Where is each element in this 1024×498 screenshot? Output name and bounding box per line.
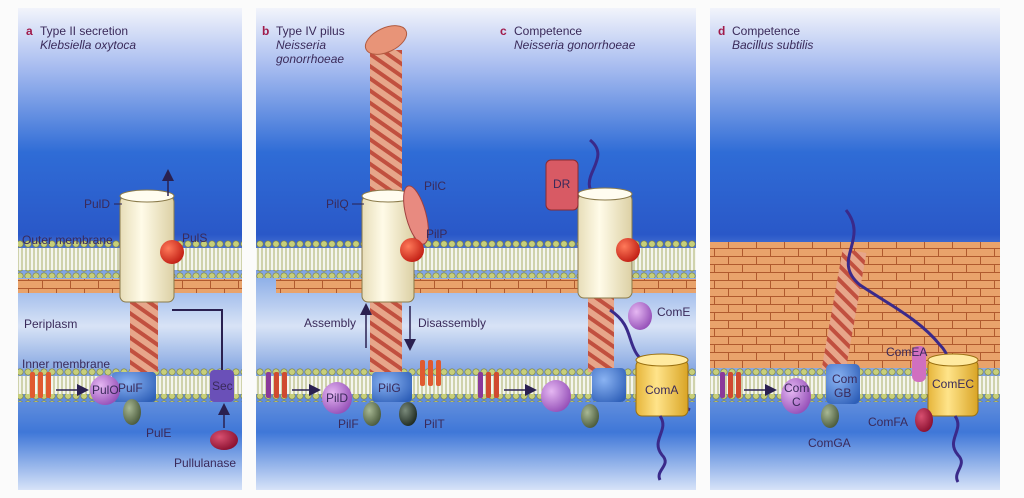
label-pilg: PilG [378, 381, 401, 395]
label-comec: ComEC [932, 377, 974, 391]
label-dr: DR [553, 177, 571, 191]
pulf-protein [112, 372, 156, 402]
pild-like-protein-c [541, 380, 571, 412]
label-pullulanase: Pullulanase [174, 456, 236, 470]
label-pild: PilD [326, 391, 348, 405]
label-comfa: ComFA [868, 415, 908, 429]
pseudopilus-c [588, 290, 614, 372]
panel-d-title: Competence [732, 24, 800, 38]
label-outer-membrane: Outer membrane [22, 233, 113, 247]
panel-b-header: b Type IV pilus Neisseria gonorrhoeae [262, 24, 345, 66]
label-sec: Sec [212, 379, 233, 393]
pild-protein [322, 382, 352, 414]
pilg-protein [372, 372, 412, 402]
pule-protein [123, 399, 141, 425]
comfa-protein [915, 408, 933, 432]
panel-b-title: Type IV pilus [276, 24, 345, 38]
panel-b-organism-line1: Neisseria [276, 38, 326, 52]
label-comgb-line1: Com [832, 372, 857, 386]
comc-protein [781, 378, 811, 414]
peptidoglycan-bc [276, 279, 696, 293]
label-disassembly: Disassembly [418, 316, 486, 330]
dr-receptor [545, 159, 579, 211]
panel-d-organism: Bacillus subtilis [732, 38, 813, 52]
panel-d-header: d Competence Bacillus subtilis [718, 24, 813, 52]
sec-translocon [210, 370, 234, 402]
pilp-protein [400, 238, 424, 262]
pilg-like-protein-c [592, 368, 626, 402]
label-pilc: PilC [424, 179, 446, 193]
label-pilf: PilF [338, 417, 359, 431]
label-comea: ComEA [886, 345, 927, 359]
label-pilq: PilQ [326, 197, 349, 211]
pulo-protein [90, 375, 120, 405]
red-protein-c [616, 238, 640, 262]
panel-a-organism: Klebsiella oxytoca [40, 38, 136, 52]
panel-d-letter: d [718, 24, 725, 38]
label-puld: PulD [84, 197, 110, 211]
label-comc-line2: C [792, 395, 801, 409]
panel-b-organism-line2: gonorrhoeae [276, 52, 344, 66]
prepilins-d [720, 372, 741, 398]
pilf-like-protein-c [581, 404, 599, 428]
secretion-path-a [172, 309, 223, 372]
label-pule: PulE [146, 426, 171, 440]
label-coma: ComA [645, 383, 678, 397]
prepilins-a [30, 372, 51, 398]
label-come: ComE [657, 305, 690, 319]
panel-c-header: c Competence Neisseria gonorrhoeae [500, 24, 636, 52]
label-comga: ComGA [808, 436, 851, 450]
pilt-protein [399, 402, 417, 426]
panel-a-title: Type II secretion [40, 24, 128, 38]
label-assembly: Assembly [304, 316, 356, 330]
pilc-adhesin [403, 185, 429, 245]
label-pilp: PilP [426, 227, 447, 241]
inner-membrane-bc [256, 368, 696, 402]
pullulanase-protein [210, 430, 238, 450]
label-pilt: PilT [424, 417, 445, 431]
label-periplasm: Periplasm [24, 317, 77, 331]
panel-c-title: Competence [514, 24, 582, 38]
label-pulf: PulF [118, 381, 143, 395]
pilf-protein [363, 402, 381, 426]
panel-a-header: a Type II secretion Klebsiella oxytoca [26, 24, 136, 52]
comea-protein [912, 346, 926, 382]
panel-a-letter: a [26, 24, 33, 38]
comgb-protein [826, 364, 860, 404]
label-inner-membrane: Inner membrane [22, 357, 110, 371]
panel-c-letter: c [500, 24, 507, 38]
come-protein [628, 302, 652, 330]
label-comgb-line2: GB [834, 386, 851, 400]
prepilins-b [266, 360, 441, 398]
panel-c-organism: Neisseria gonorrhoeae [514, 38, 636, 52]
panel-b-letter: b [262, 24, 269, 38]
puls-protein [160, 240, 184, 264]
comga-protein [821, 404, 839, 428]
label-puls: PulS [182, 231, 207, 245]
prepilins-c [478, 372, 499, 398]
label-comc-line1: Com [784, 381, 809, 395]
label-pulo: PulO [92, 383, 119, 397]
